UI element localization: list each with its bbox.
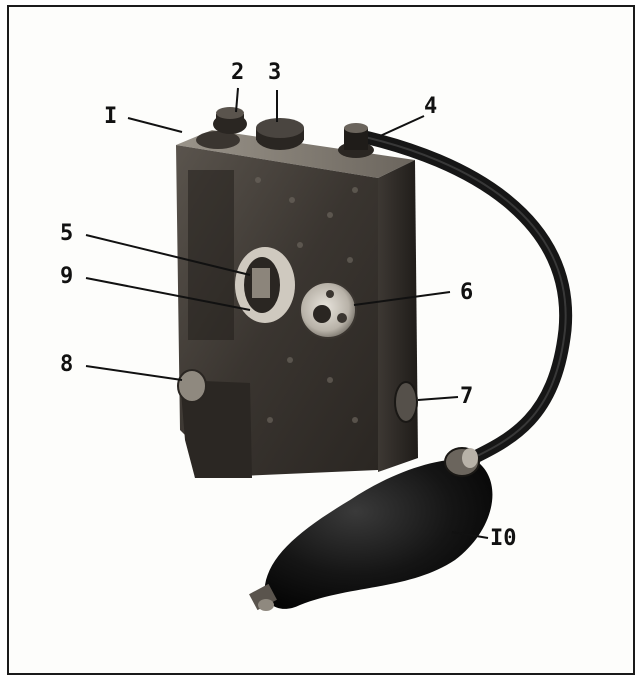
callout-8: 8 bbox=[60, 352, 74, 377]
squeeze-bulb bbox=[264, 459, 493, 609]
callout-3: 3 bbox=[268, 60, 282, 85]
callout-2: 2 bbox=[231, 60, 245, 85]
leader-lines bbox=[85, 87, 489, 539]
top-knob-1 bbox=[196, 131, 240, 149]
callout-10: I0 bbox=[490, 526, 517, 551]
housing-side-face bbox=[378, 160, 418, 472]
callout-7: 7 bbox=[460, 384, 474, 409]
callout-9: 9 bbox=[60, 264, 74, 289]
side-knob bbox=[394, 381, 418, 423]
callout-4: 4 bbox=[424, 94, 438, 119]
callout-5: 5 bbox=[60, 221, 74, 246]
callout-6: 6 bbox=[460, 280, 474, 305]
left-knob bbox=[177, 369, 207, 403]
bulb-valve-end bbox=[258, 599, 274, 611]
callout-1: I bbox=[104, 104, 118, 129]
